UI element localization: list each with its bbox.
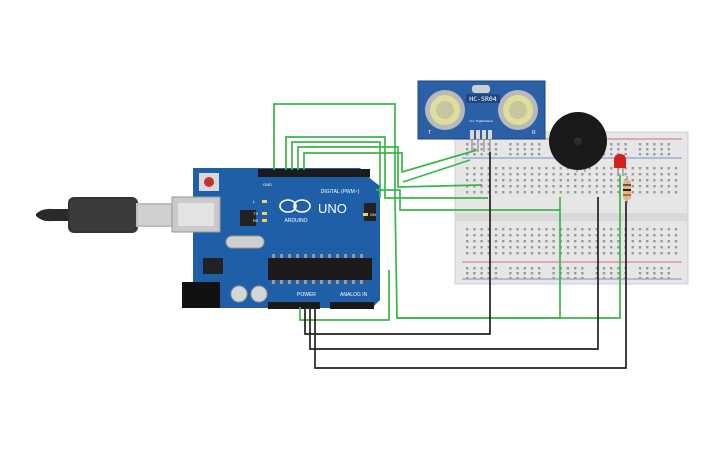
wire-green-8 (397, 175, 621, 319)
usb-cable (36, 197, 174, 233)
sensor-pin-gnd: Gnd (487, 119, 493, 123)
sensor-model: HC-SR04 (469, 95, 496, 103)
red-led (614, 154, 626, 176)
wire-green-3 (291, 141, 381, 198)
arduino-logo (279, 199, 311, 213)
digital-label: DIGITAL (PWM~) (321, 189, 360, 195)
sensor-corner-right: R (532, 130, 536, 136)
wire-green-9 (402, 159, 471, 183)
wire-green-4 (297, 146, 483, 188)
led-rx-label: RX (253, 218, 259, 223)
sensor-pin-vcc: Vcc (469, 119, 475, 123)
wires-black (304, 152, 627, 369)
wire-black-2 (309, 197, 599, 350)
arduino-board: ARDUINO UNO DIGITAL (PWM~) POWER ANALOG … (171, 168, 380, 309)
wire-green-5 (303, 149, 478, 174)
sensor-pin-trig: Trig (475, 119, 480, 123)
wire-black-1 (304, 152, 491, 335)
led-tx-label: TX (253, 211, 258, 216)
analog-label: ANALOG IN (340, 292, 368, 298)
wires-green (273, 103, 621, 321)
led-l-label: L (253, 199, 256, 204)
wire-black-3 (314, 201, 627, 369)
model-label: UNO (318, 201, 347, 216)
wire-green-6 (376, 189, 560, 211)
wire-green-7 (299, 270, 390, 321)
reset-button[interactable] (199, 173, 219, 191)
sensor-corner-left: T (428, 130, 431, 136)
wire-green-2 (285, 136, 488, 199)
gnd-label: GND (263, 182, 272, 187)
brand-label: ARDUINO (284, 218, 307, 224)
resistor (623, 176, 631, 204)
sensor-pin-echo: Echo (481, 119, 488, 123)
on-label: ON (370, 212, 376, 217)
power-label: POWER (297, 292, 316, 298)
ultrasonic-sensor: HC-SR04 T R Vcc Trig Echo Gnd (417, 80, 546, 152)
piezo-buzzer (549, 112, 607, 172)
